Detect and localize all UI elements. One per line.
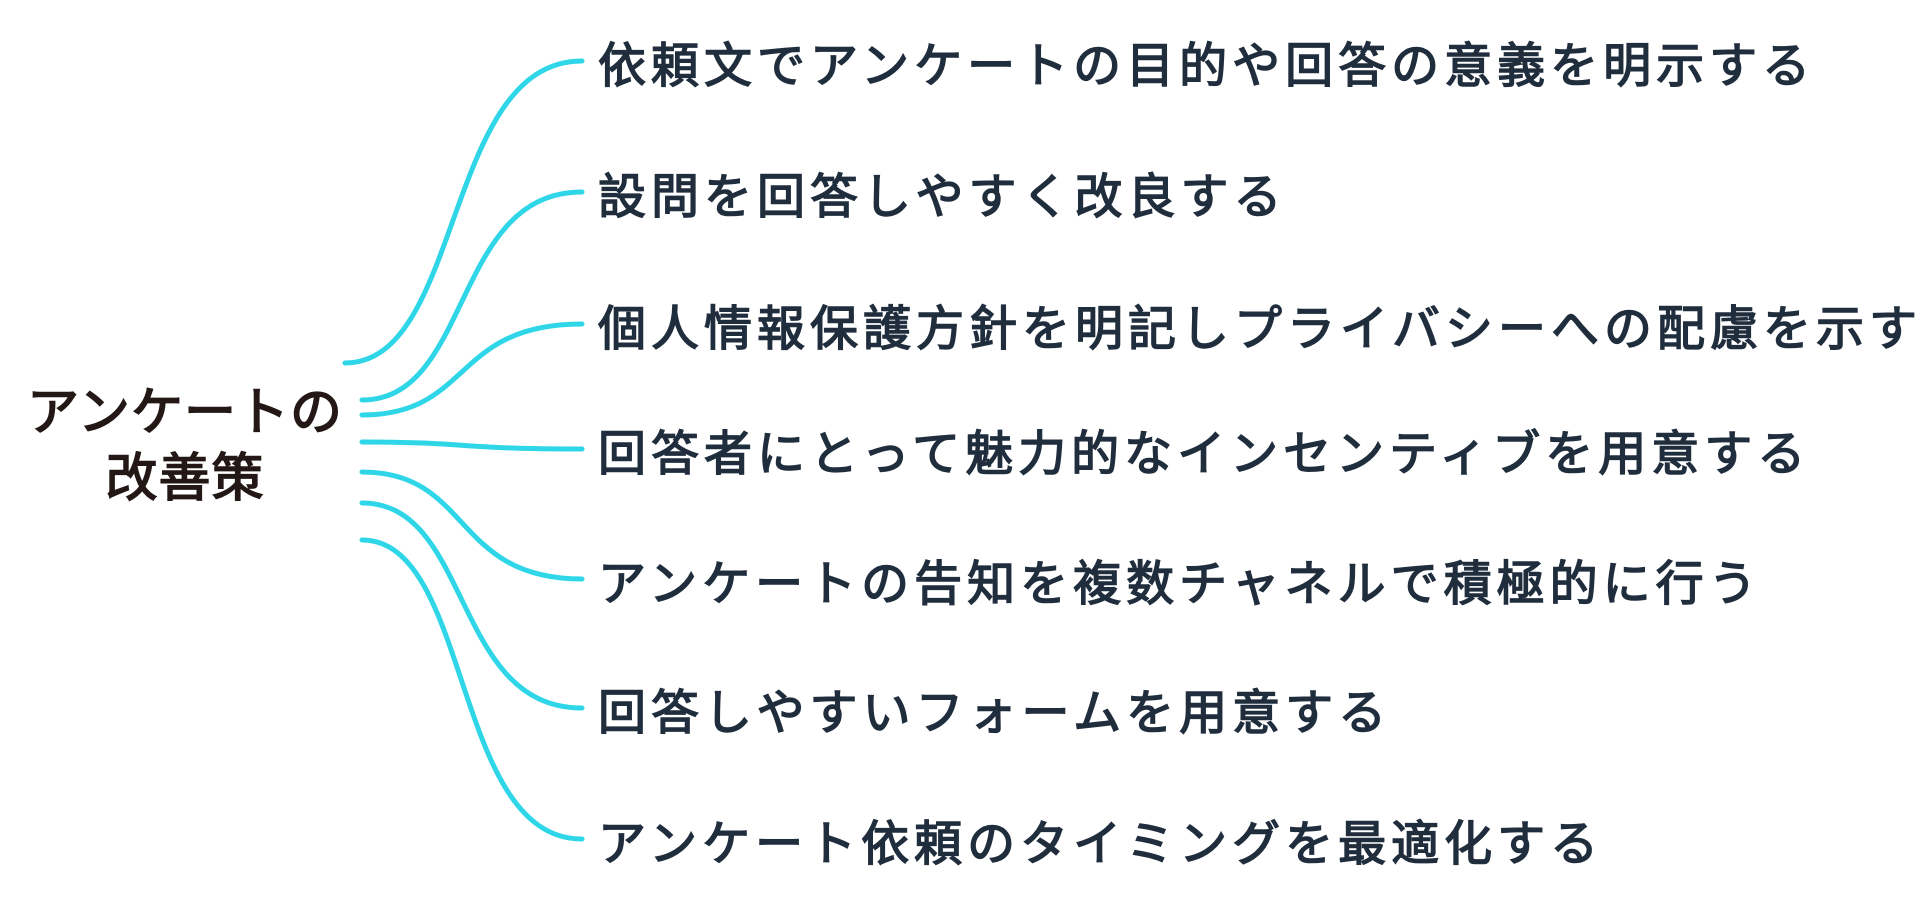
root-title-line1: アンケートの	[27, 383, 343, 443]
branch-item-7: アンケート依頼のタイミングを最適化する	[598, 816, 1604, 872]
root-node: アンケートの 改善策	[20, 380, 350, 512]
connector-line-4	[359, 439, 585, 452]
branch-item-4: 回答者にとって魅力的なインセンティブを用意する	[598, 426, 1811, 482]
branch-item-5: アンケートの告知を複数チャネルで積極的に行う	[598, 556, 1762, 612]
connector-line-6	[359, 500, 585, 711]
root-title-line2: 改善策	[105, 449, 265, 509]
connector-line-2	[359, 189, 585, 403]
branch-item-1: 依頼文でアンケートの目的や回答の意義を明示する	[598, 38, 1816, 94]
branch-item-2: 設問を回答しやすく改良する	[598, 169, 1287, 225]
connector-line-1	[342, 58, 585, 366]
connector-line-5	[359, 469, 585, 582]
branch-item-3: 個人情報保護方針を明記しプライバシーへの配慮を示す	[598, 301, 1920, 357]
branch-item-6: 回答しやすいフォームを用意する	[598, 685, 1392, 741]
connector-line-3	[359, 321, 585, 418]
connector-line-7	[359, 537, 585, 842]
